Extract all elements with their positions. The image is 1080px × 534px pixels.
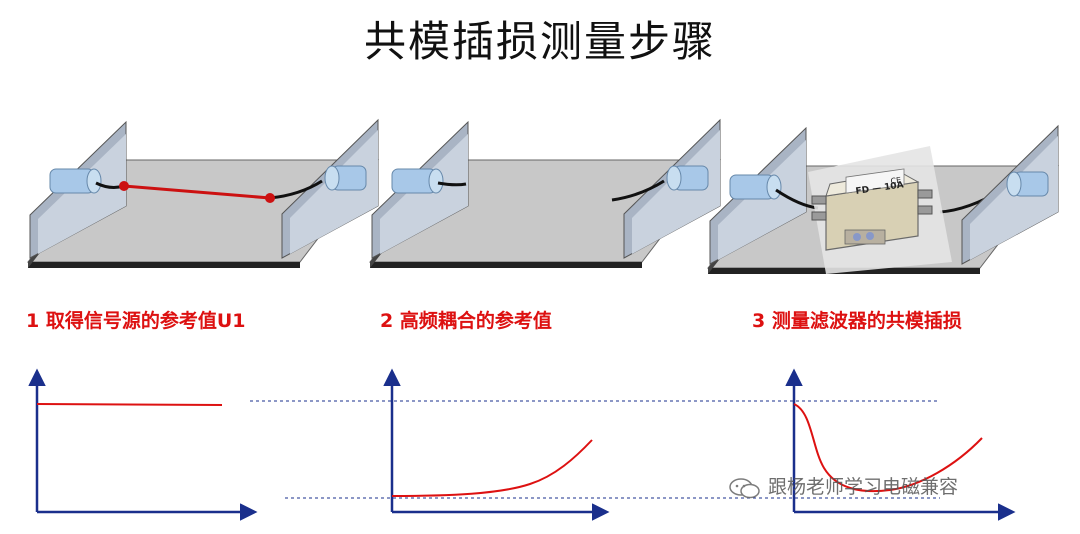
graph-2-curve — [391, 439, 593, 497]
fixture-2 — [368, 118, 722, 268]
wechat-icon — [729, 477, 760, 498]
graph-2 — [383, 368, 610, 521]
graph-1 — [28, 368, 258, 521]
watermark: 跟杨老师学习电磁兼容 — [728, 472, 958, 499]
watermark-text: 跟杨老师学习电磁兼容 — [768, 476, 959, 498]
graph-1-curve — [36, 403, 223, 406]
step-3-label: 3 测量滤波器的共模插损 — [752, 310, 962, 332]
graph-3-curve — [793, 403, 983, 493]
slide-title: 共模插损测量步骤 — [363, 17, 716, 66]
step-2-label: 2 高频耦合的参考值 — [380, 310, 552, 332]
filter-brand-label: CE — [890, 176, 902, 186]
emi-filter: FD — 10A CE — [811, 168, 933, 251]
step-1-label: 1 取得信号源的参考值U1 — [26, 310, 246, 332]
graph-3 — [785, 368, 1016, 521]
fixture-3: FD — 10A CE — [706, 124, 1060, 274]
fixture-1 — [26, 118, 380, 268]
